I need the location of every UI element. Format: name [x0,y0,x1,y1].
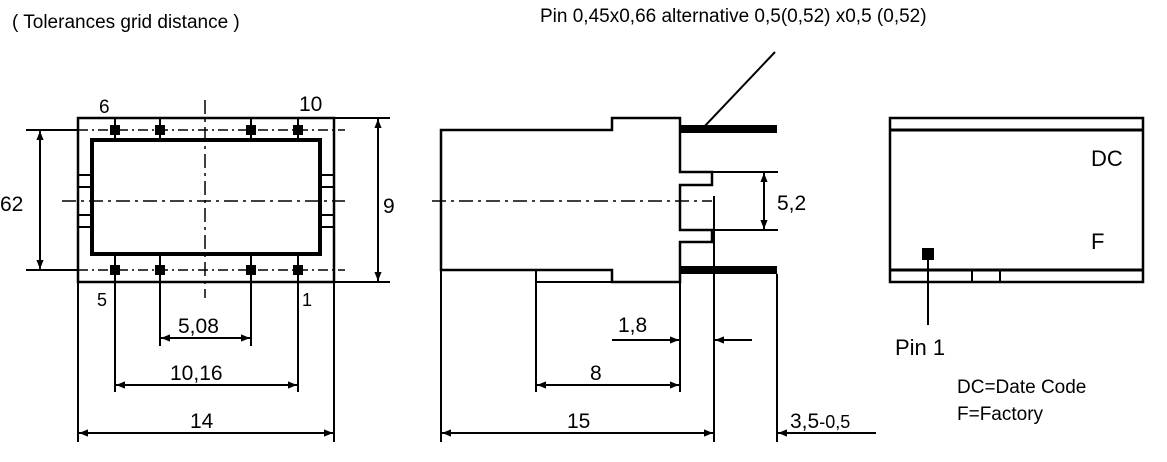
pin1-marker [922,248,934,260]
dim-label-3-5-tolerance: -0,5 [819,412,850,432]
dim-label-10-16: 10,16 [170,362,223,385]
pin-label-1: 1 [302,290,312,310]
pin-square [110,125,120,135]
pin-square [246,125,256,135]
pin-square [293,125,303,135]
dim-label-62: 62 [0,193,23,216]
dim-label-5-08: 5,08 [178,315,219,338]
pin-label-6: 6 [99,97,110,118]
side-view-body-outline [439,116,714,284]
dim-label-14: 14 [190,410,214,433]
marking-view-body [888,116,1145,284]
dim-label-3-5: 3,5-0,5 [790,410,850,433]
top-view-dimensions [26,117,390,442]
dim-label-5-2: 5,2 [777,192,806,215]
legend-dc: DC=Date Code [957,377,1086,398]
pin-square [155,125,165,135]
side-view-pin-top [680,125,777,133]
dim-label-8: 8 [590,362,602,385]
marking-label-dc: DC [1091,146,1123,171]
side-view [432,116,715,442]
pin-square [293,265,303,275]
pin-square [155,265,165,275]
pin-note-leader [702,51,776,129]
pin1-label: Pin 1 [895,335,945,360]
dim-label-9: 9 [383,195,395,218]
dim-label-3-5-value: 3,5 [790,410,819,433]
marking-label-f: F [1091,229,1104,254]
pin-note: Pin 0,45x0,66 alternative 0,5(0,52) x0,5… [540,6,927,27]
top-view-outer-body [76,116,336,284]
dim-label-1-8: 1,8 [618,314,647,337]
top-view-pins [110,125,303,275]
top-view-inner-body [90,138,322,256]
top-view [62,100,345,298]
marking-view [888,116,1145,325]
side-view-dimensions [440,171,876,442]
pin-square [246,265,256,275]
tolerance-note: ( Tolerances grid distance ) [12,12,240,33]
legend-f: F=Factory [957,404,1044,425]
pin-label-10: 10 [299,93,322,116]
dim-label-15: 15 [567,410,590,433]
pin-label-5: 5 [97,290,107,310]
pin-square [110,265,120,275]
side-view-pin-bottom [680,266,777,274]
